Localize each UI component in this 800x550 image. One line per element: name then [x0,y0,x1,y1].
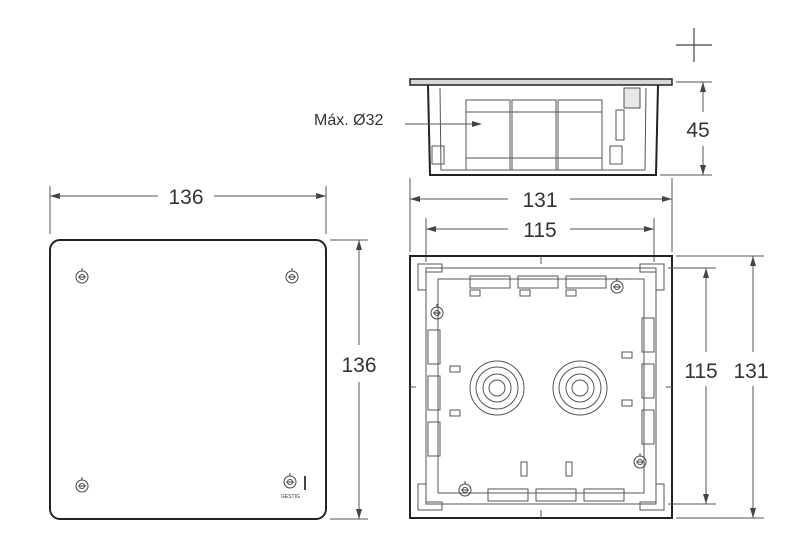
box-outer-width-dimension: 131 [409,178,673,252]
box-top-view [409,255,673,519]
box-inner-width-label: 115 [523,219,556,242]
cover-width-dimension: 136 [49,186,327,234]
cover-height-dimension: 136 [330,239,377,520]
screw-icon [610,277,624,294]
box-outer-height-dimension: 131 [676,255,769,519]
cover-front-view: GESTIG [49,239,327,520]
knockout-note: Máx. Ø32 [314,112,482,129]
screw-icon [75,267,89,284]
knockout-note-label: Máx. Ø32 [314,112,383,129]
cover-height-label: 136 [341,354,376,377]
crosshair-icon [676,28,712,62]
screw-icon [458,480,472,497]
box-depth-dimension: 45 [660,81,712,176]
cover-logo: GESTIG [281,494,300,500]
box-outer-width-label: 131 [522,189,557,212]
box-outer-height-label: 131 [733,360,768,383]
screw-icon [283,472,297,489]
screw-icon [285,267,299,284]
screw-icon [75,476,89,493]
box-inner-width-dimension: 115 [425,218,655,262]
box-inner-height-dimension: 115 [668,267,718,505]
box-depth-label: 45 [686,119,709,142]
box-side-view [409,78,673,176]
screw-icon [430,303,444,320]
box-inner-height-label: 115 [684,360,717,383]
cover-width-label: 136 [168,186,203,209]
